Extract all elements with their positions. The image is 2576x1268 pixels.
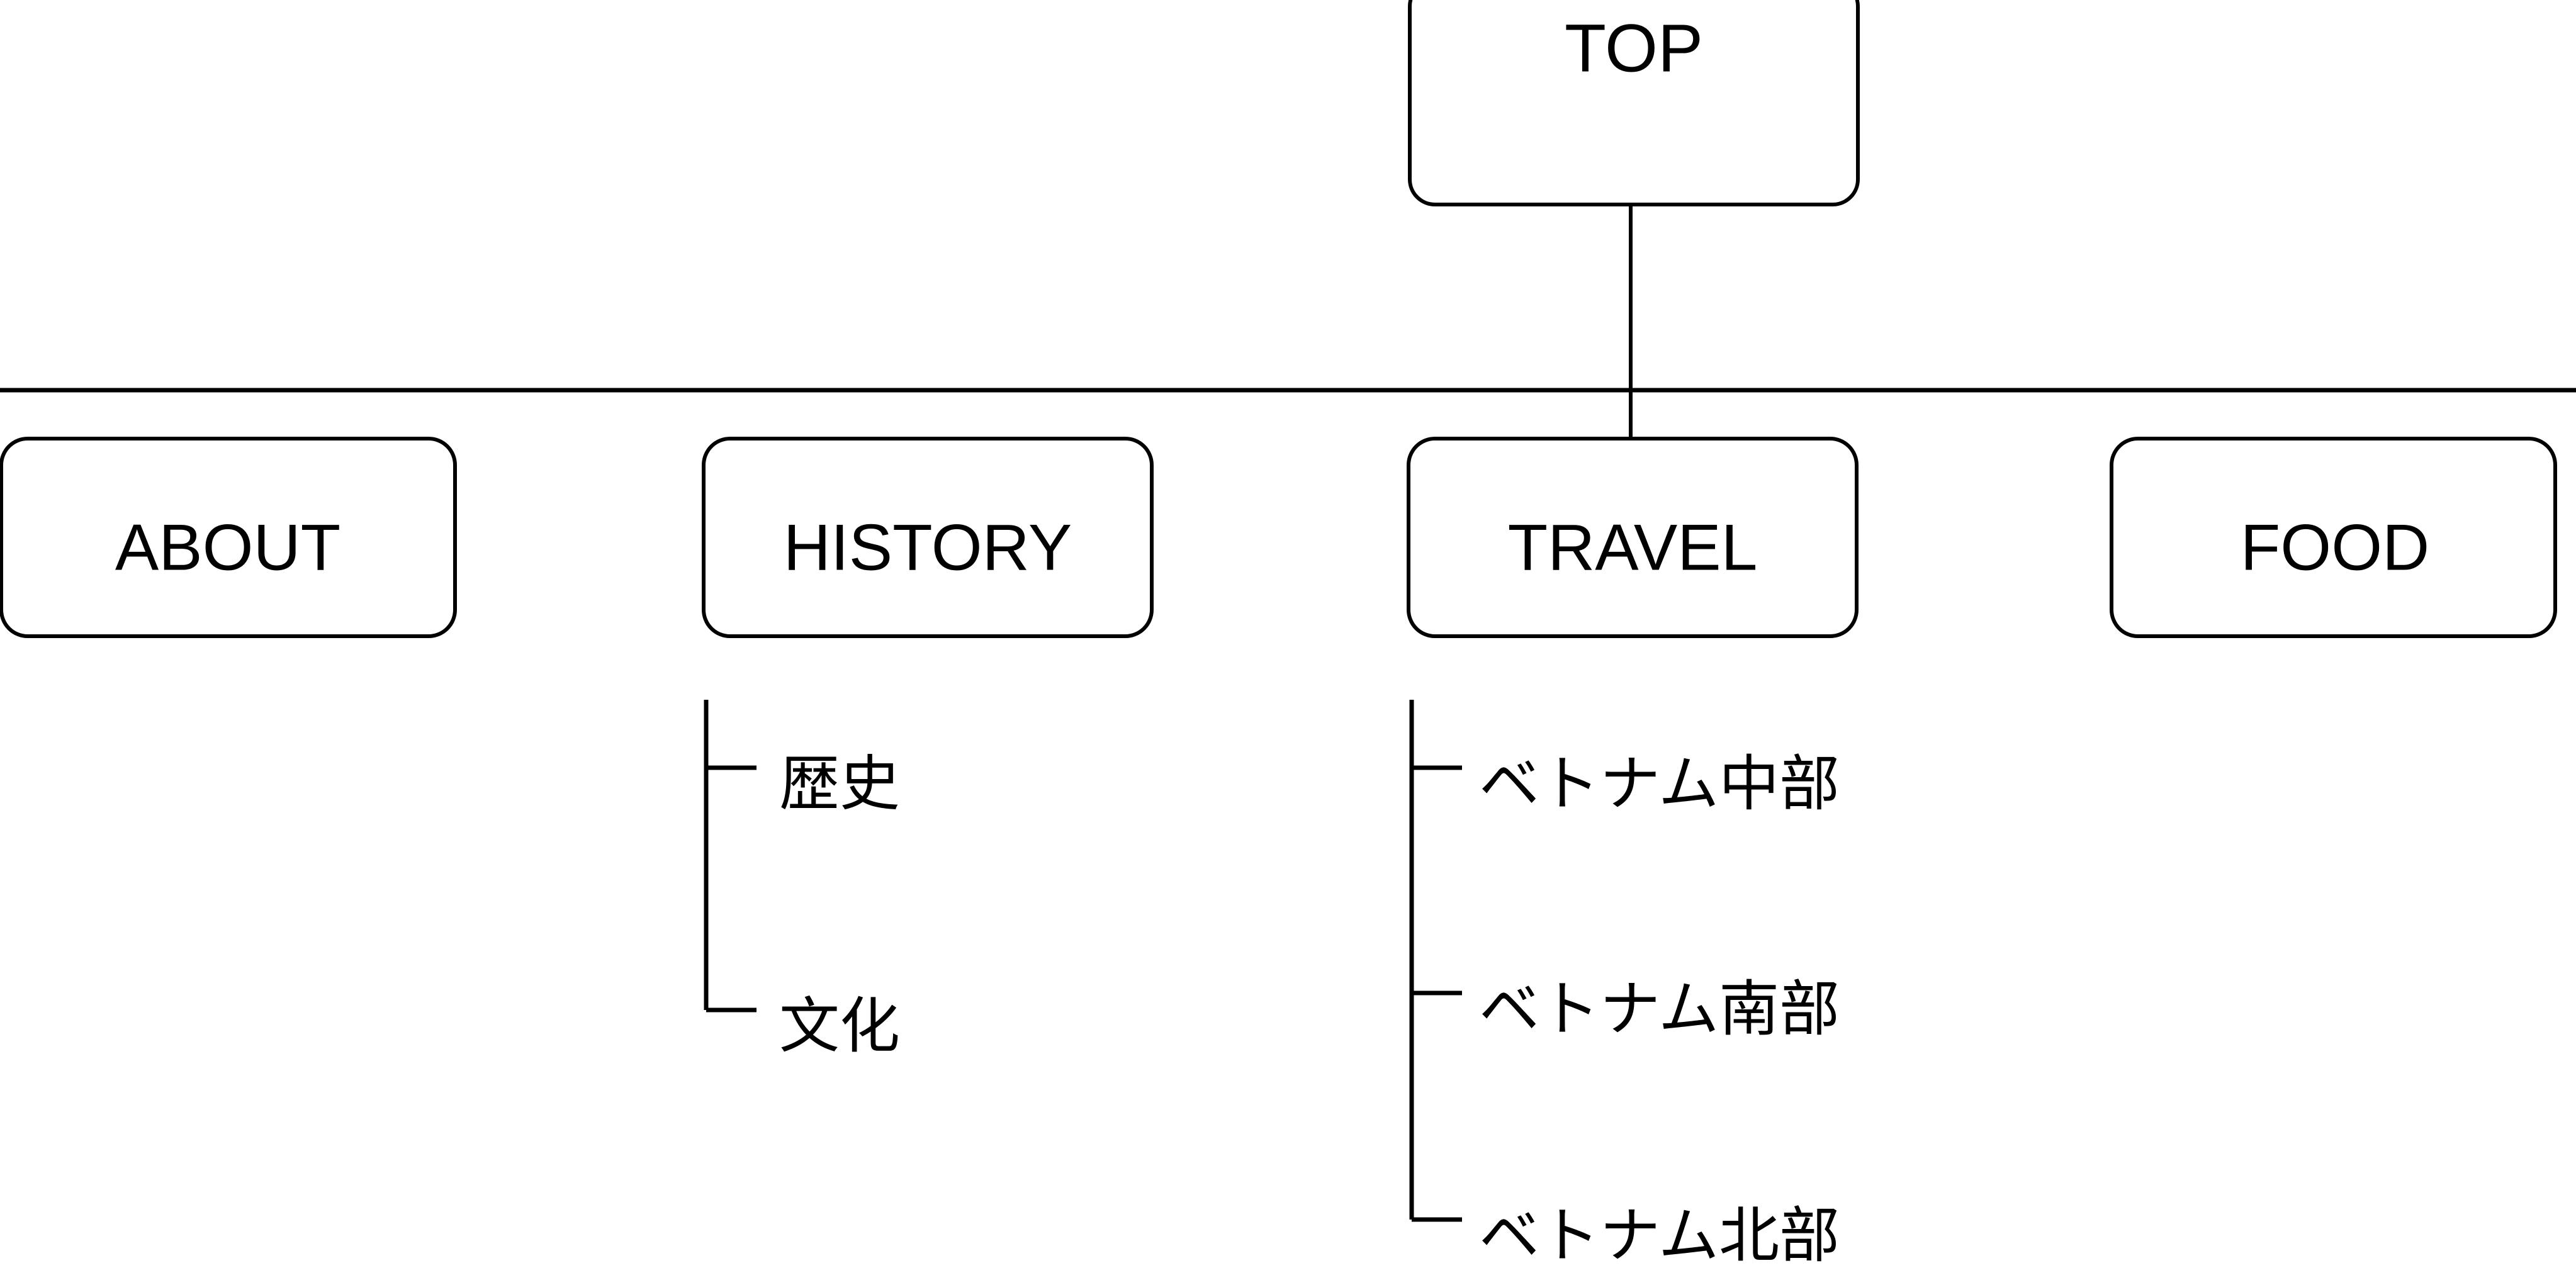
node-food-label: FOOD bbox=[2241, 511, 2429, 584]
node-top[interactable]: TOP bbox=[1408, 0, 1860, 206]
node-travel-label: TRAVEL bbox=[1508, 511, 1758, 584]
node-top-box[interactable] bbox=[1408, 0, 1860, 206]
node-food[interactable]: FOOD bbox=[2110, 437, 2557, 638]
node-travel-box[interactable] bbox=[1407, 437, 1859, 638]
leaf-item-history-1[interactable]: 文化 bbox=[779, 990, 900, 1061]
node-about[interactable]: ABOUT bbox=[0, 437, 457, 638]
node-history-label: HISTORY bbox=[784, 511, 1072, 584]
node-food-box[interactable] bbox=[2110, 437, 2557, 638]
leaf-item-travel-0[interactable]: ベトナム中部 bbox=[1479, 748, 1840, 819]
leaf-item-history-0[interactable]: 歴史 bbox=[779, 748, 900, 819]
leaf-item-travel-1[interactable]: ベトナム南部 bbox=[1479, 973, 1840, 1044]
node-history-box[interactable] bbox=[702, 437, 1154, 638]
node-about-box[interactable] bbox=[0, 437, 457, 638]
leaf-item-travel-2[interactable]: ベトナム北部 bbox=[1479, 1200, 1840, 1268]
node-top-label: TOP bbox=[1565, 10, 1703, 86]
node-about-label: ABOUT bbox=[115, 511, 340, 584]
